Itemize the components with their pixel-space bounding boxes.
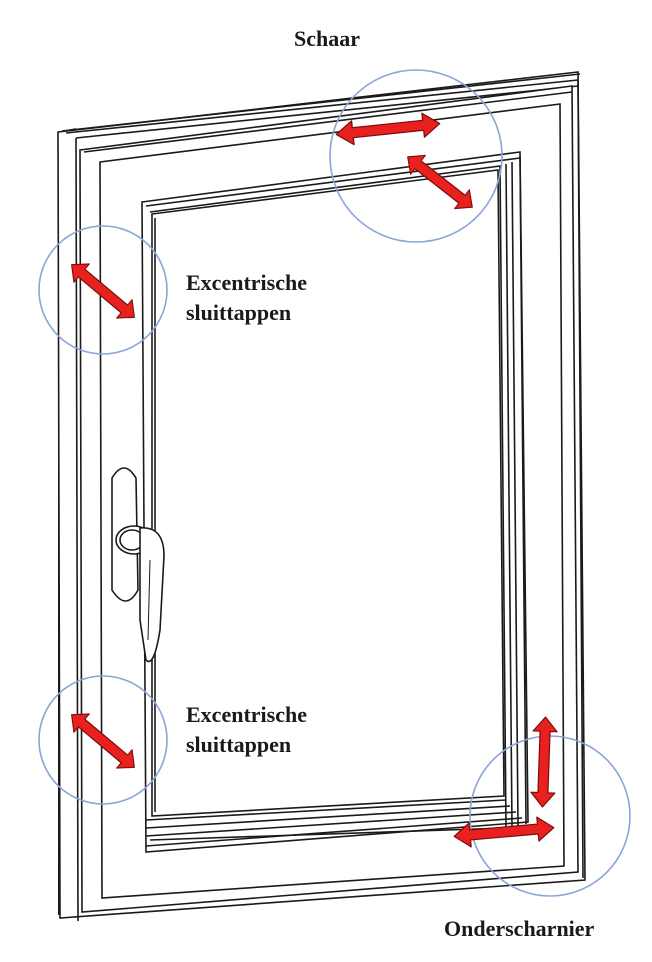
label-excentrische-top-line1: Excentrische xyxy=(186,270,307,295)
label-excentrische-bottom: Excentrische sluittappen xyxy=(186,700,356,760)
label-excentrische-top: Excentrische sluittappen xyxy=(186,268,356,328)
label-excentrische-bottom-line2: sluittappen xyxy=(186,732,292,757)
label-schaar: Schaar xyxy=(294,26,360,51)
label-excentrische-top-line2: sluittappen xyxy=(186,300,292,325)
circle-excentrische-bottom xyxy=(38,675,168,805)
highlight-circles xyxy=(38,69,631,897)
label-excentrische-bottom-line1: Excentrische xyxy=(186,702,307,727)
circle-excentrische-top xyxy=(38,225,168,355)
window-frame xyxy=(57,71,586,922)
circle-schaar xyxy=(329,69,503,243)
window-handle-icon xyxy=(111,467,165,663)
label-onderscharnier: Onderscharnier xyxy=(444,916,595,941)
